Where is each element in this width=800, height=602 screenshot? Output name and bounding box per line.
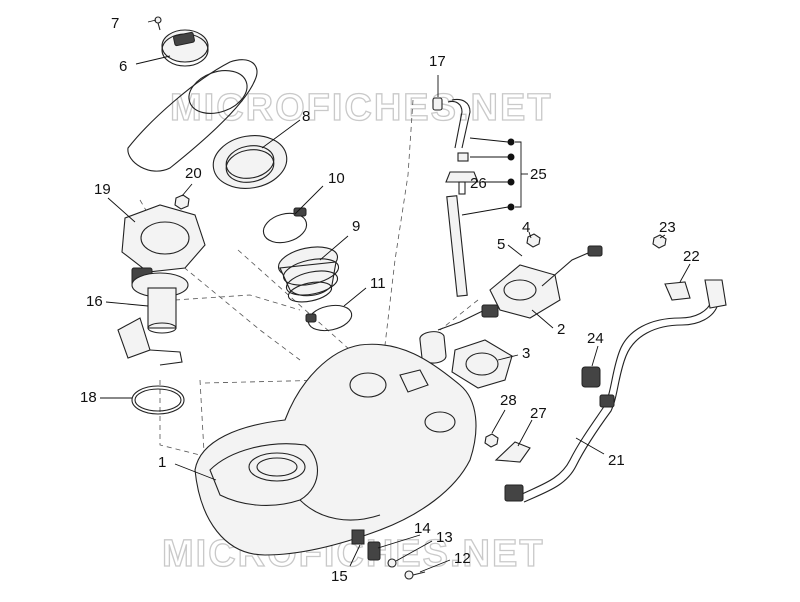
callout-25: 25 [530,166,547,183]
filler-hose [277,246,340,303]
fuel-pump [117,267,189,366]
callout-16: 16 [86,293,103,310]
nut-20 [174,194,190,210]
callout-17: 17 [429,53,446,70]
callout-13: 13 [436,529,453,546]
watermark-top: MICROFICHES.NET [170,87,553,129]
fuel-tank [194,343,477,556]
hose-clip-24 [581,366,601,388]
sensor-gasket [451,339,513,389]
callout-5: 5 [497,236,505,253]
callout-11: 11 [370,275,386,292]
bracket-22 [664,281,691,301]
callout-22: 22 [683,248,700,265]
pump-gasket [121,204,206,273]
callout-23: 23 [659,219,676,236]
nut-28 [484,433,499,448]
callout-20: 20 [185,165,202,182]
callout-3: 3 [522,345,530,362]
fuel-cap [161,29,209,67]
leader-lines [100,19,691,573]
callout-15: 15 [331,568,348,585]
callout-1: 1 [158,454,166,471]
bracket-25 [461,137,528,216]
callout-7: 7 [111,15,119,32]
callout-27: 27 [530,405,547,422]
fuel-level-sensor [419,245,603,364]
assembly-guide-lines [139,99,479,471]
vent-tube [432,97,479,297]
callout-9: 9 [352,218,360,235]
callout-28: 28 [500,392,517,409]
callout-10: 10 [328,170,345,187]
callout-2: 2 [557,321,565,338]
callout-12: 12 [454,550,471,567]
bolt-12 [404,570,426,580]
callout-14: 14 [414,520,431,537]
fuel-hose [504,279,727,503]
filler-flange [212,135,288,189]
nut-23 [652,234,667,249]
callout-4: 4 [522,219,530,236]
nut-4 [526,233,541,248]
callout-26: 26 [470,175,487,192]
hose-clamp-11 [305,304,353,332]
callout-21: 21 [608,452,625,469]
washer-13 [387,558,397,568]
callout-8: 8 [302,108,310,125]
rubber-mount-14 [367,541,381,561]
tank-cover [127,59,258,172]
callout-6: 6 [119,58,127,75]
callout-18: 18 [80,389,97,406]
bracket-27 [494,441,531,463]
callout-19: 19 [94,181,111,198]
hose-clamp-10 [262,207,308,244]
cap-bolt [154,16,162,31]
pump-o-ring [131,385,185,415]
callout-24: 24 [587,330,604,347]
